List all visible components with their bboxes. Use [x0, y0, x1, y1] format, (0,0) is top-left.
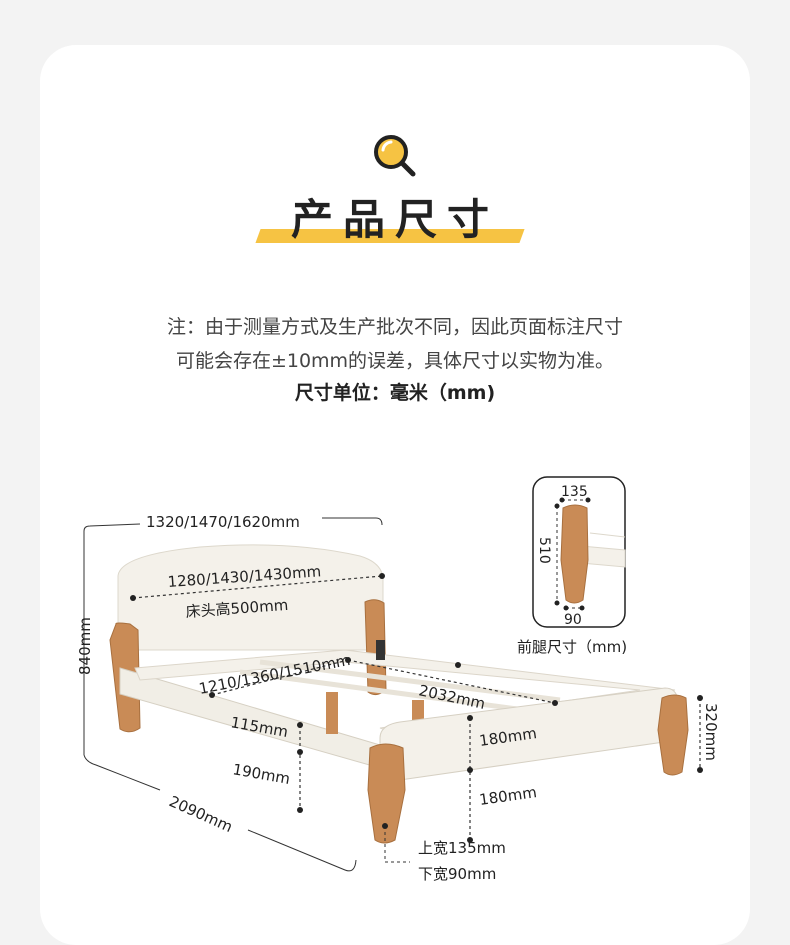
unit-label: 尺寸单位：毫米（mm): [294, 382, 496, 404]
under-clearance-label: 190mm: [231, 760, 291, 788]
leg-bottom-width-label: 下宽90mm: [418, 865, 496, 883]
total-length-label: 2090mm: [166, 792, 235, 836]
leg-top-width-label: 上宽135mm: [418, 839, 506, 857]
inset-height: 510: [536, 537, 552, 564]
magnifier-icon: [374, 135, 416, 177]
foot-clearance-label: 180mm: [478, 783, 538, 809]
bed-illustration: [109, 544, 689, 844]
page-title: 产品尺寸: [290, 195, 499, 244]
measure-endpoints: [130, 573, 703, 843]
total-height-label: 840mm: [76, 617, 94, 675]
title-section: 产品尺寸: [0, 0, 790, 260]
note-line-2: 可能会存在±10mm的误差，具体尺寸以实物为准。: [175, 350, 615, 372]
note-line-1: 注：由于测量方式及生产批次不同，因此页面标注尺寸: [166, 316, 623, 338]
foot-panel-height-label: 320mm: [702, 703, 720, 761]
front-leg-inset: 135 510 90: [532, 476, 626, 628]
dimension-lines: [83, 517, 410, 872]
dashed-measure-lines: [132, 575, 701, 840]
bed-dimension-diagram: 1320/1470/1620mm 1280/1430/1430mm 床头高500…: [76, 476, 720, 883]
outer-width-label: 1320/1470/1620mm: [146, 513, 300, 531]
inset-top-width: 135: [561, 484, 588, 500]
inset-bottom-width: 90: [564, 612, 582, 628]
disclaimer-note: 注：由于测量方式及生产批次不同，因此页面标注尺寸 可能会存在±10mm的误差，具…: [0, 310, 790, 378]
inset-caption: 前腿尺寸（mm): [517, 638, 627, 656]
